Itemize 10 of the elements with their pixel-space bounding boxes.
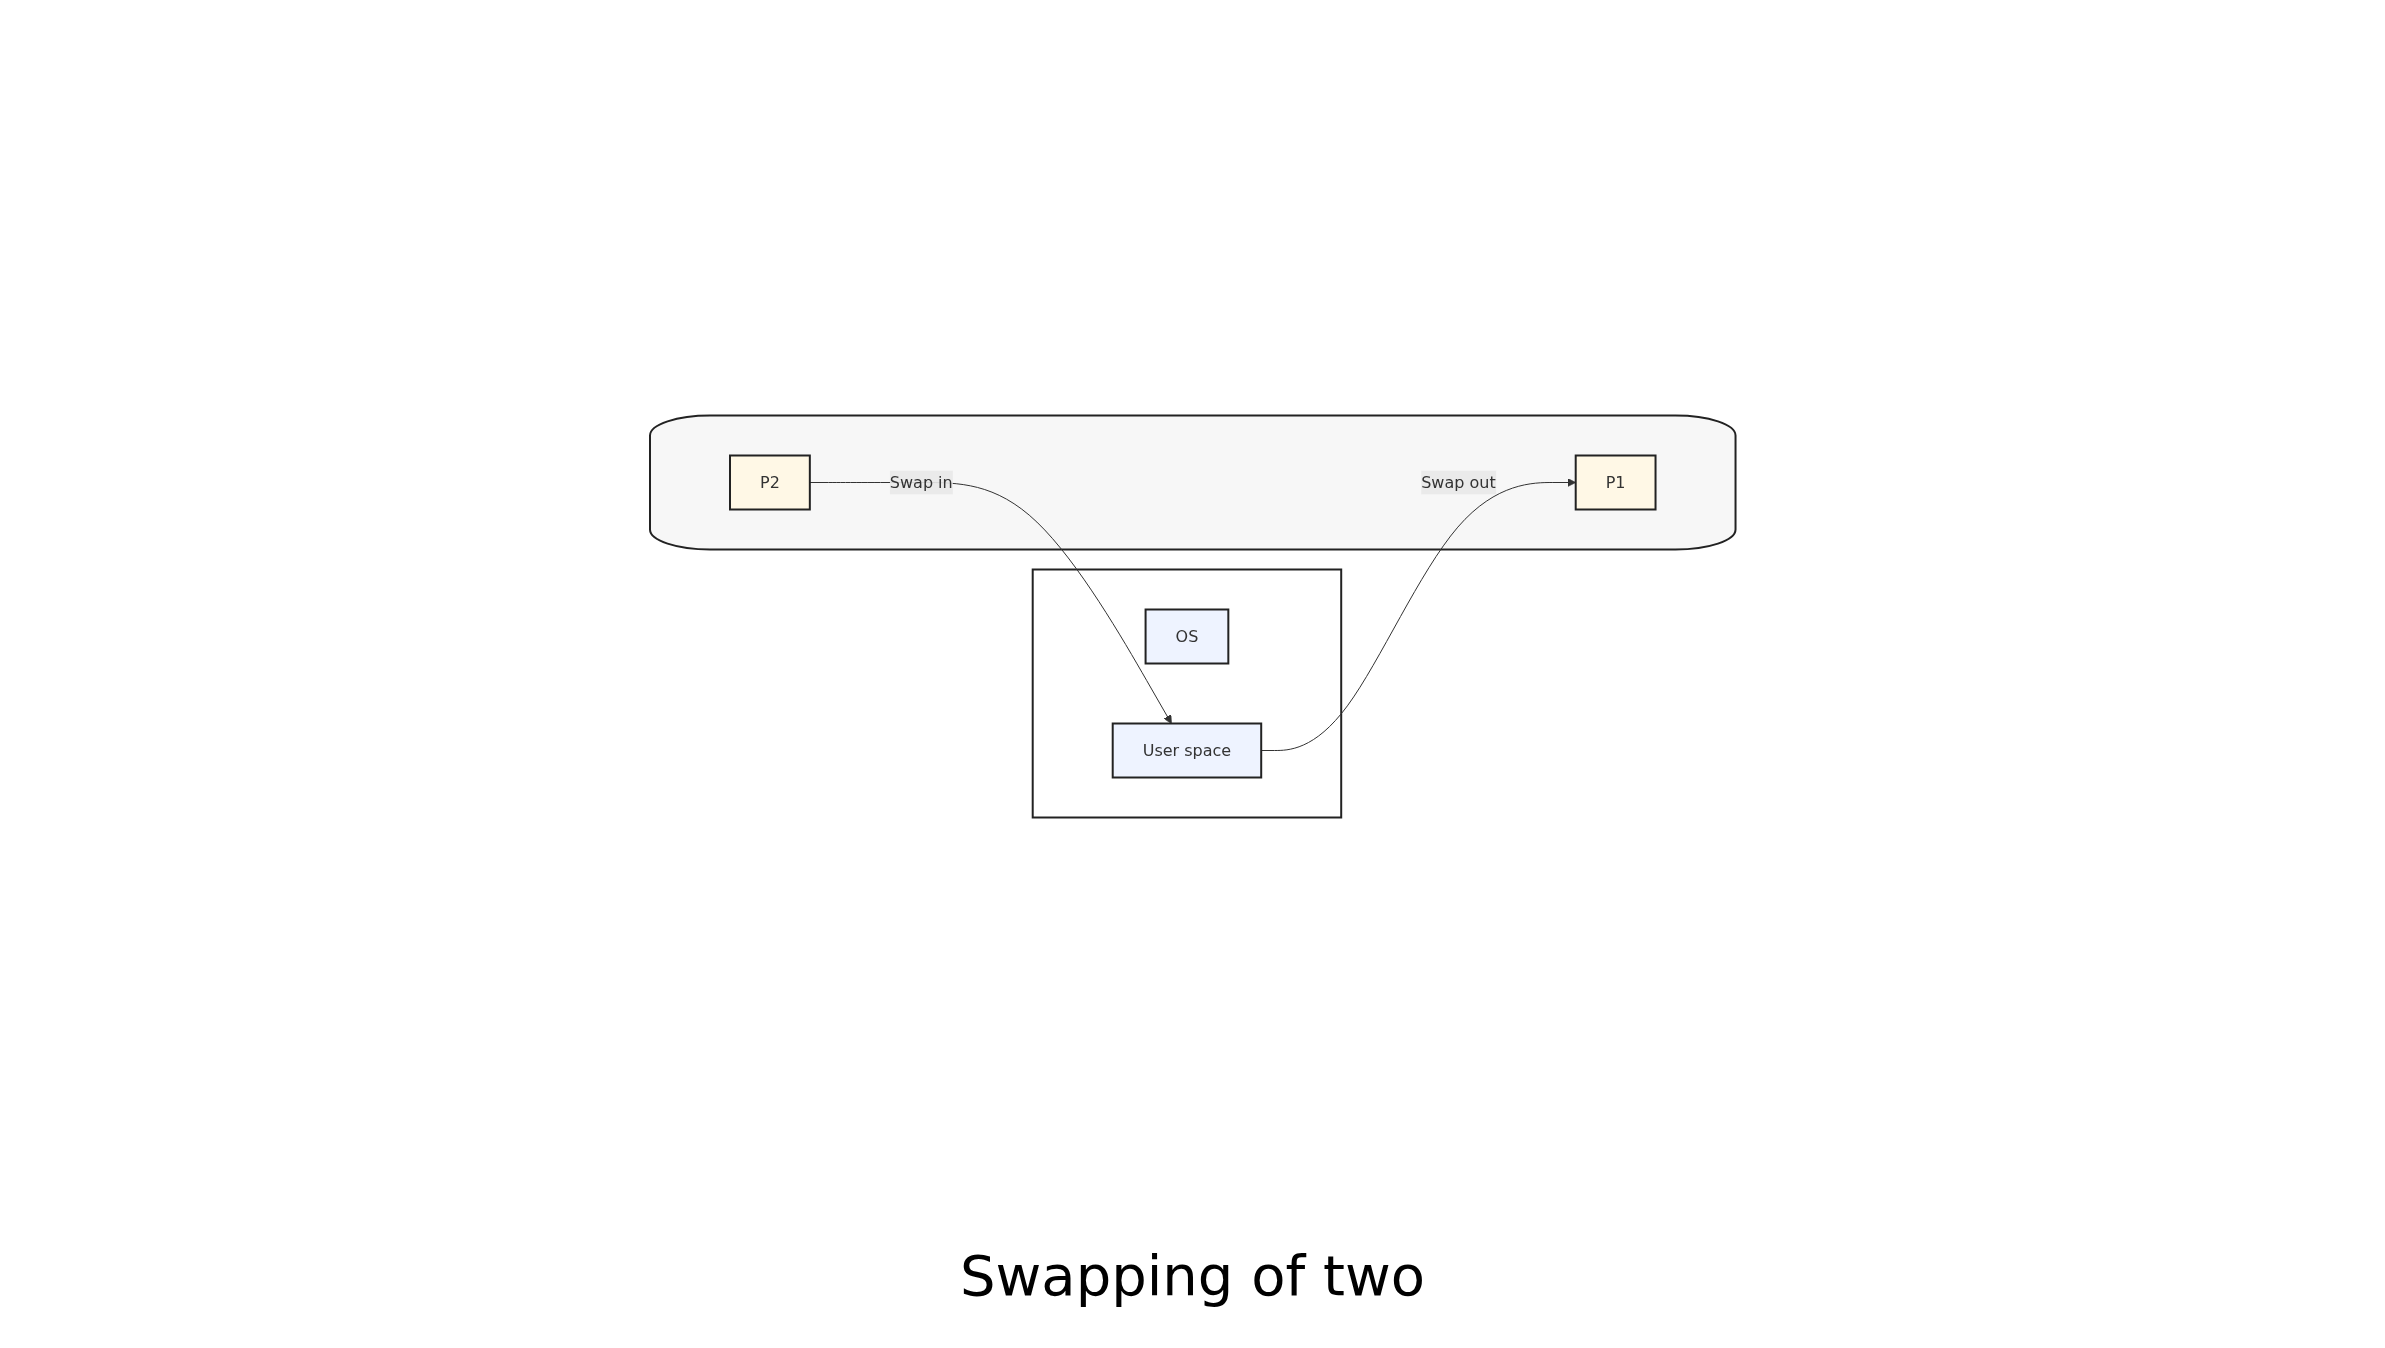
node-box: OS — [1144, 608, 1230, 665]
arrow — [1260, 478, 1576, 751]
node-box: P2 — [728, 454, 811, 511]
edge-label: Swap in — [889, 472, 953, 492]
caption: Swapping of two — [960, 1242, 1425, 1310]
node-box: User space — [1111, 722, 1262, 779]
edge-label: Swap out — [1420, 472, 1496, 492]
node-box: P1 — [1574, 454, 1657, 511]
cluster — [648, 414, 1737, 551]
cluster — [1031, 568, 1342, 819]
